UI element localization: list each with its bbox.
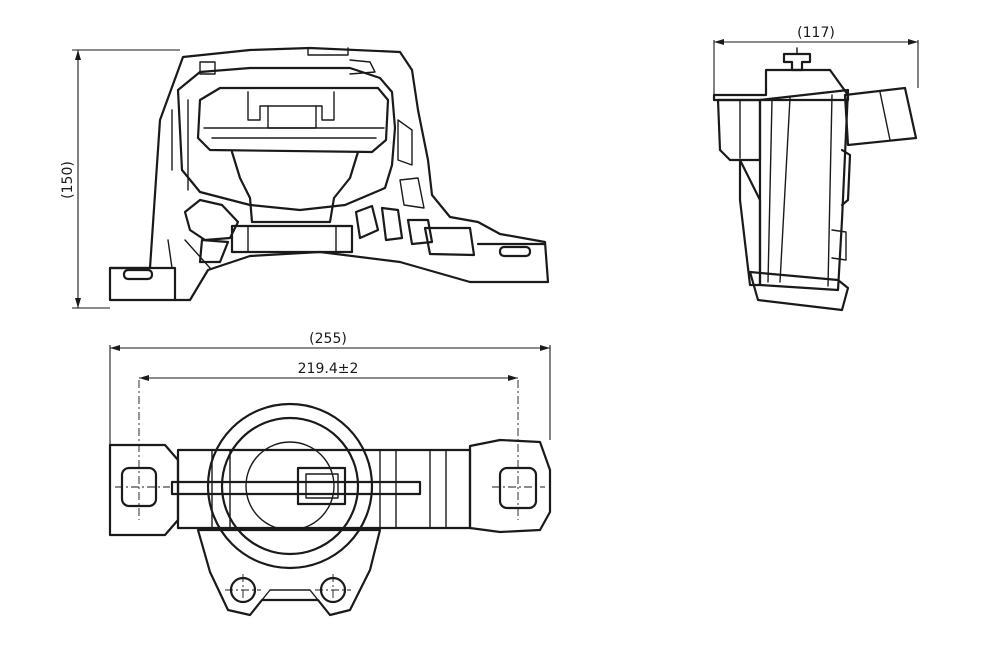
front-height-label: (150) bbox=[60, 161, 76, 199]
top-hole-spacing-label: 219.4±2 bbox=[298, 361, 359, 377]
side-width-label: (117) bbox=[797, 25, 835, 41]
front-height-dimension bbox=[72, 49, 180, 309]
side-width-dimension bbox=[713, 39, 919, 95]
top-view bbox=[108, 380, 552, 617]
side-view bbox=[712, 47, 918, 312]
top-hole-spacing-dimension bbox=[139, 375, 518, 381]
top-overall-label: (255) bbox=[309, 331, 347, 347]
front-view bbox=[108, 46, 550, 302]
top-overall-dimension bbox=[109, 345, 551, 445]
